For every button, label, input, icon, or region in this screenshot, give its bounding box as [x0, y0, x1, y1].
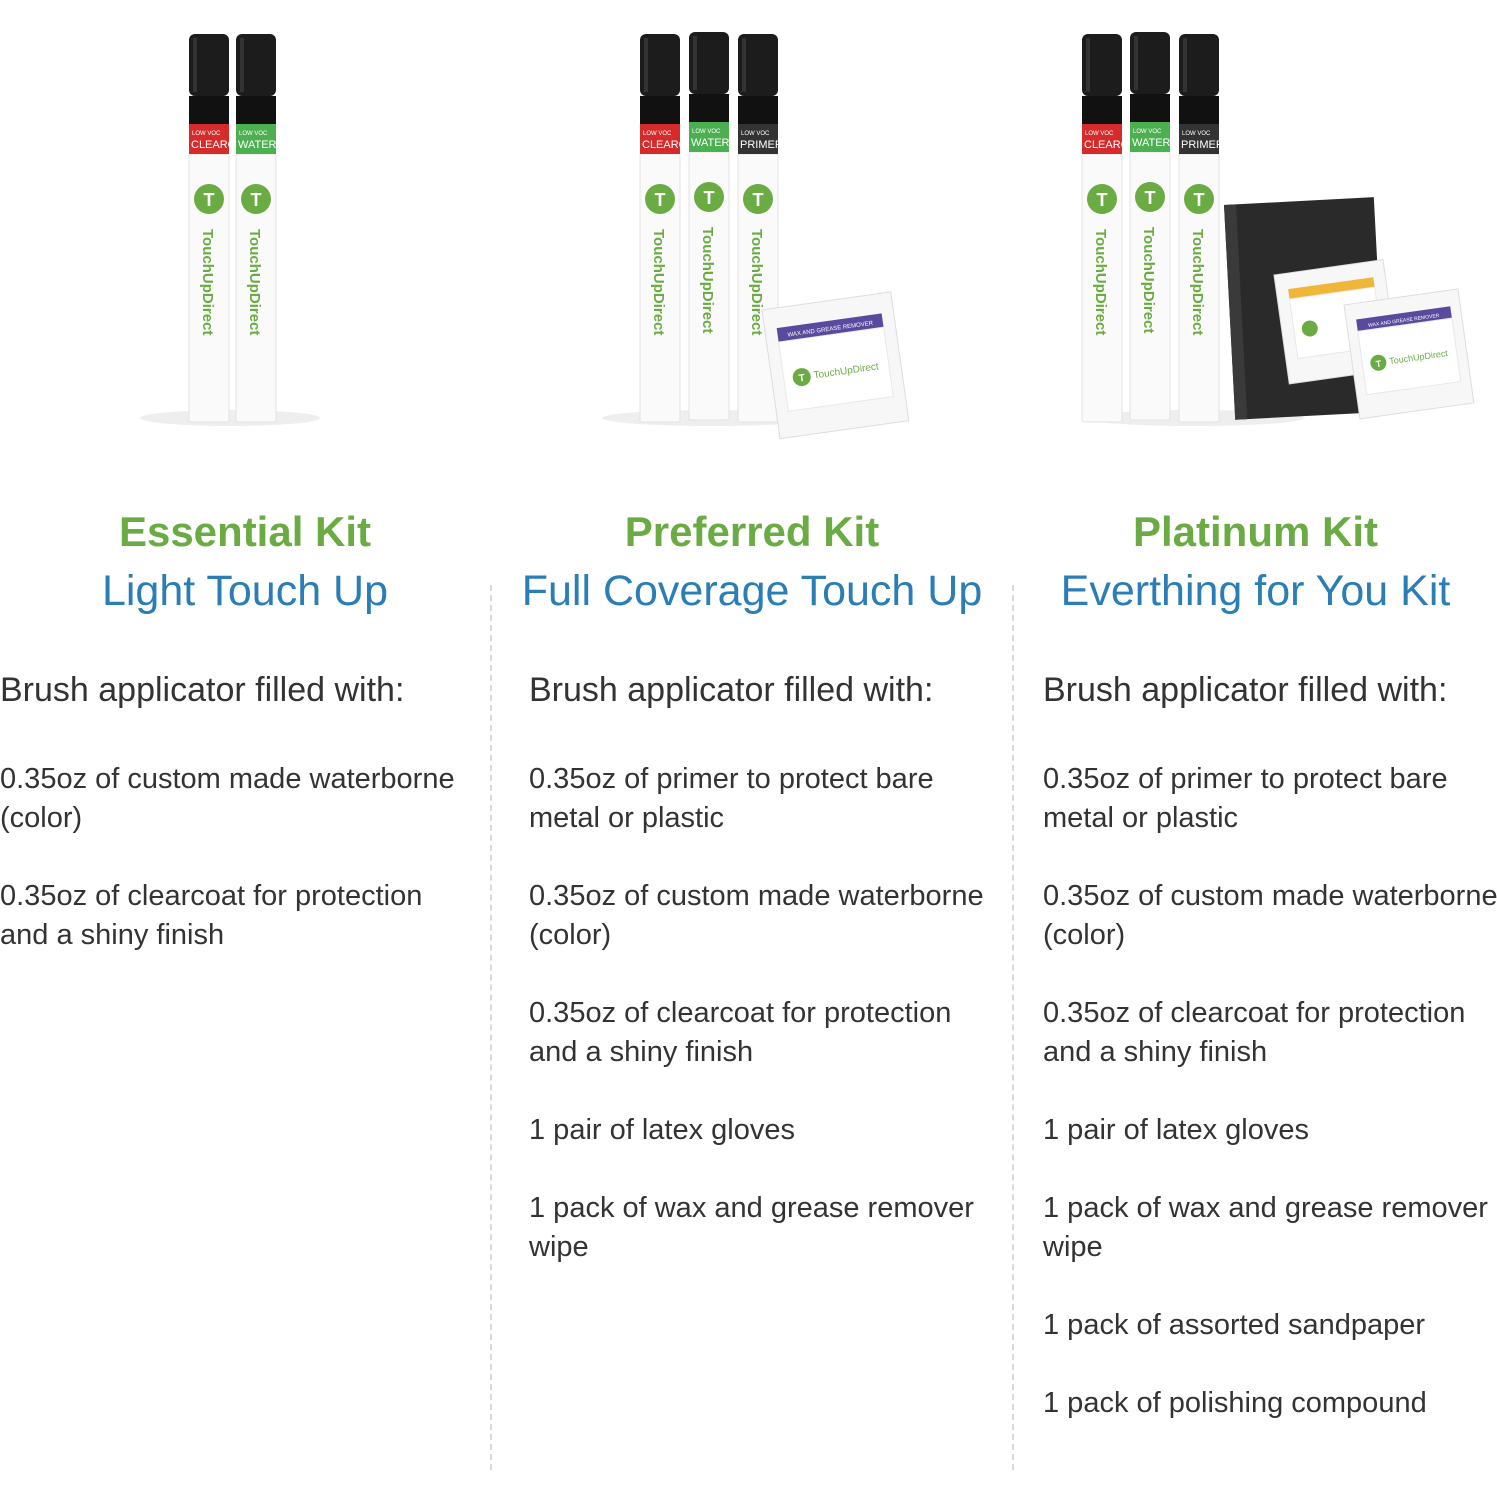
- svg-text:PRIMER: PRIMER: [740, 139, 783, 151]
- svg-text:PRIMER: PRIMER: [1181, 139, 1224, 151]
- waterborne-pen: [688, 31, 730, 421]
- platinum-kit-image: LOW VOC CLEARCO TouchUpDirect LOW VOC WA…: [1014, 20, 1497, 470]
- kit-title: Essential Kit: [118, 508, 372, 555]
- svg-text:CLEARCO: CLEARCO: [642, 139, 696, 151]
- list-item: 0.35oz of primer to protect bare metal o…: [1043, 763, 1448, 834]
- svg-text:TouchUpDirect: TouchUpDirect: [1189, 229, 1206, 335]
- kit-title: Preferred Kit: [624, 508, 880, 555]
- waterborne-pen: [1129, 31, 1171, 421]
- kit-column-essential: LOW VOC CLEARCO TouchUpDirect LOW VOC WA…: [0, 0, 490, 1497]
- list-item: 0.35oz of custom made waterborne (color): [0, 763, 455, 834]
- svg-text:TouchUpDirect: TouchUpDirect: [246, 229, 263, 335]
- svg-text:LOW VOC: LOW VOC: [1085, 131, 1114, 137]
- kit-contents-heading: Brush applicator filled with:: [1043, 671, 1448, 709]
- column-divider: [1012, 585, 1014, 1470]
- svg-text:CLEARCO: CLEARCO: [191, 139, 245, 151]
- list-item: 1 pack of polishing compound: [1043, 1387, 1427, 1419]
- essential-kit-image: LOW VOC CLEARCO TouchUpDirect LOW VOC WA…: [0, 20, 490, 470]
- wipe-packet: WAX AND GREASE REMOVER T TouchUpDirect: [761, 291, 910, 440]
- waterborne-pen: [235, 33, 277, 423]
- svg-text:WATERB: WATERB: [238, 139, 284, 151]
- list-item: 1 pair of latex gloves: [1043, 1114, 1309, 1146]
- kit-contents-heading: Brush applicator filled with:: [0, 671, 405, 709]
- kit-contents-heading: Brush applicator filled with:: [529, 671, 934, 709]
- clearcoat-pen: [188, 33, 230, 423]
- essential-pens-illustration: LOW VOC CLEARCO TouchUpDirect LOW VOC WA…: [140, 33, 320, 426]
- svg-text:LOW VOC: LOW VOC: [692, 129, 721, 135]
- svg-text:TouchUpDirect: TouchUpDirect: [1140, 227, 1157, 333]
- svg-text:LOW VOC: LOW VOC: [239, 131, 268, 137]
- kit-subtitle: Light Touch Up: [101, 567, 389, 615]
- preferred-kit-image: LOW VOC CLEARCO TouchUpDirect LOW VOC WA…: [492, 20, 1012, 470]
- column-divider: [490, 585, 492, 1470]
- svg-text:TouchUpDirect: TouchUpDirect: [199, 229, 216, 335]
- kit-contents-list: 0.35oz of custom made waterborne (color)…: [0, 760, 470, 994]
- svg-text:T: T: [798, 373, 806, 385]
- kit-contents-list: 0.35oz of primer to protect bare metal o…: [529, 760, 999, 1306]
- svg-text:LOW VOC: LOW VOC: [1182, 131, 1211, 137]
- list-item: 0.35oz of clearcoat for protection and a…: [0, 880, 423, 951]
- list-item: 1 pack of wax and grease remover wipe: [1043, 1192, 1488, 1263]
- svg-text:TouchUpDirect: TouchUpDirect: [650, 229, 667, 335]
- kit-subtitle: Everthing for You Kit: [1060, 567, 1451, 615]
- list-item: 0.35oz of primer to protect bare metal o…: [529, 763, 934, 834]
- list-item: 0.35oz of clearcoat for protection and a…: [529, 997, 952, 1068]
- preferred-pens-illustration: LOW VOC CLEARCO TouchUpDirect LOW VOC WA…: [602, 31, 910, 440]
- svg-text:WATERB: WATERB: [691, 137, 737, 149]
- svg-text:LOW VOC: LOW VOC: [643, 131, 672, 137]
- list-item: 1 pair of latex gloves: [529, 1114, 795, 1146]
- kit-subtitle: Full Coverage Touch Up: [521, 567, 983, 615]
- list-item: 0.35oz of custom made waterborne (color): [1043, 880, 1497, 951]
- clearcoat-pen: [639, 33, 681, 423]
- kit-column-platinum: LOW VOC CLEARCO TouchUpDirect LOW VOC WA…: [1014, 0, 1497, 1497]
- clearcoat-pen: [1081, 33, 1123, 423]
- platinum-pens-illustration: LOW VOC CLEARCO TouchUpDirect LOW VOC WA…: [1081, 31, 1475, 426]
- kit-contents-list: 0.35oz of primer to protect bare metal o…: [1043, 760, 1497, 1462]
- svg-text:LOW VOC: LOW VOC: [192, 131, 221, 137]
- list-item: 1 pack of assorted sandpaper: [1043, 1309, 1426, 1341]
- svg-text:LOW VOC: LOW VOC: [1133, 129, 1162, 135]
- svg-text:LOW VOC: LOW VOC: [741, 131, 770, 137]
- kit-title: Platinum Kit: [1132, 508, 1378, 555]
- svg-text:CLEARCO: CLEARCO: [1084, 139, 1138, 151]
- primer-pen: [1178, 33, 1220, 423]
- list-item: 1 pack of wax and grease remover wipe: [529, 1192, 974, 1263]
- svg-text:WATERB: WATERB: [1132, 137, 1178, 149]
- svg-text:TouchUpDirect: TouchUpDirect: [748, 229, 765, 335]
- kit-column-preferred: LOW VOC CLEARCO TouchUpDirect LOW VOC WA…: [492, 0, 1012, 1497]
- list-item: 0.35oz of clearcoat for protection and a…: [1043, 997, 1466, 1068]
- list-item: 0.35oz of custom made waterborne (color): [529, 880, 984, 951]
- svg-text:T: T: [1375, 358, 1382, 369]
- wipe-packet: WAX AND GREASE REMOVER T TouchUpDirect: [1343, 288, 1475, 420]
- svg-text:TouchUpDirect: TouchUpDirect: [699, 227, 716, 333]
- svg-text:TouchUpDirect: TouchUpDirect: [1092, 229, 1109, 335]
